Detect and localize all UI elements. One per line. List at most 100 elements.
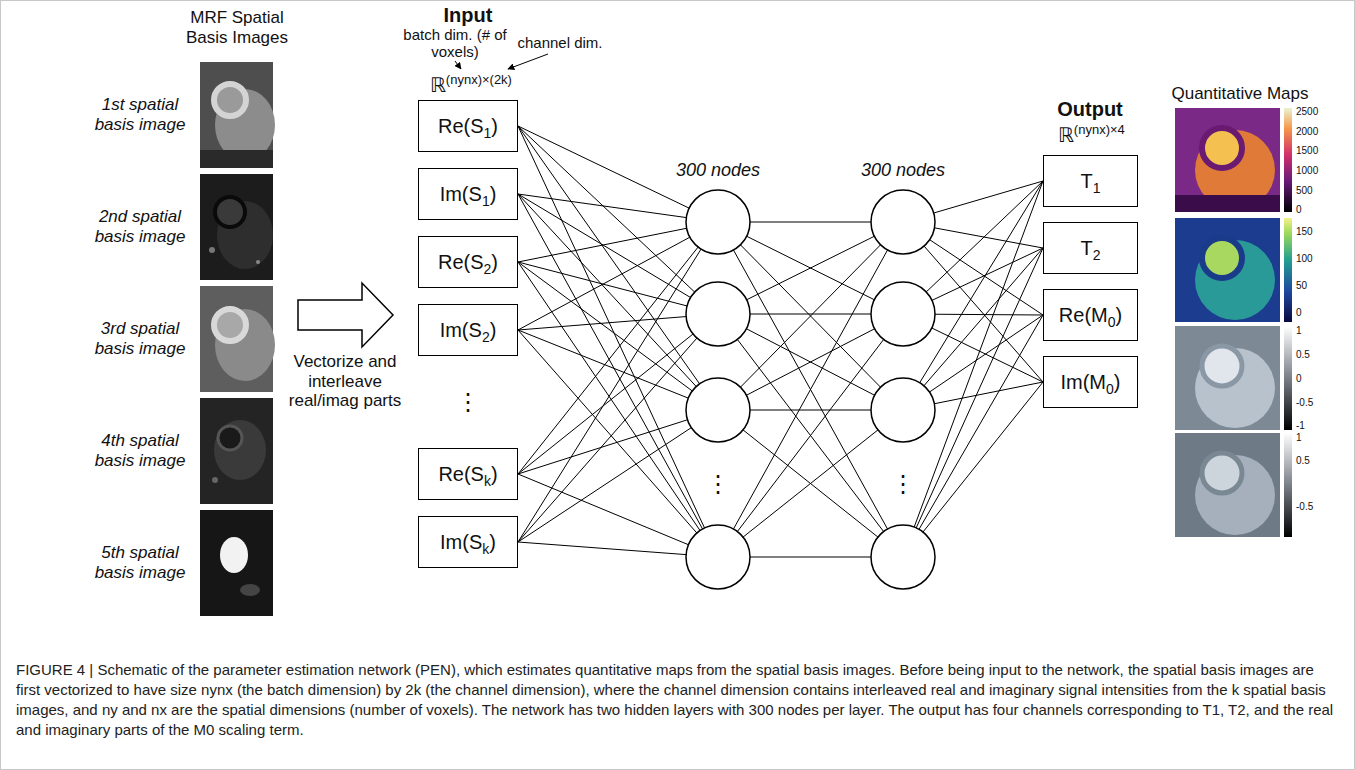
figure-caption: FIGURE 4 | Schematic of the parameter es… (16, 660, 1339, 740)
pointer-arrow (508, 54, 548, 69)
t1-map (1175, 108, 1280, 212)
ellipsis: ⋮ (703, 472, 733, 496)
input-channel-box: Re(S1) (418, 100, 518, 152)
neuron-circle (686, 525, 750, 589)
network-link (903, 315, 1043, 557)
network-link (518, 126, 718, 557)
box-label: Re(S1) (438, 115, 498, 138)
hidden-neurons (686, 190, 935, 589)
network-link (518, 410, 718, 542)
t1-map (1202, 128, 1242, 168)
basis-image-2 (200, 174, 273, 280)
tick-label: 2500 (1296, 106, 1318, 118)
image-label: 2nd spatial basis image (84, 207, 196, 246)
tick-label: 1000 (1296, 165, 1318, 177)
basis-image-4 (212, 477, 218, 483)
tick-label: 2000 (1296, 126, 1318, 138)
image-label: 4th spatial basis image (84, 431, 196, 470)
subscript: 0 (1106, 381, 1114, 397)
network-link (518, 194, 718, 557)
basis-image-2 (209, 247, 215, 253)
subscript: 1 (482, 193, 490, 209)
box-label: Re(M0) (1059, 304, 1122, 327)
network-link (718, 222, 903, 557)
box-label: Re(S2) (438, 251, 498, 274)
t1-map (1175, 195, 1280, 212)
image-label: 3rd spatial basis image (84, 319, 196, 358)
box-label: Im(S2) (440, 319, 497, 342)
box-label: Im(S1) (440, 183, 497, 206)
tick-label: -0.5 (1296, 397, 1313, 409)
network-link (718, 410, 903, 557)
network-link (518, 222, 718, 542)
network-link (718, 314, 903, 557)
neuron-circle (871, 378, 935, 442)
m0-real-map (1175, 326, 1280, 430)
basis-image-1 (200, 150, 273, 168)
basis-image-5 (220, 537, 248, 573)
t2-map (1175, 218, 1280, 322)
tick-label: 500 (1296, 185, 1313, 197)
subscript: 0 (1108, 314, 1116, 330)
colorbar (1284, 108, 1292, 212)
subscript: 1 (1093, 180, 1101, 196)
tick-label: 50 (1296, 280, 1307, 292)
layer-size: 300 nodes (676, 160, 760, 181)
m0-imag-map (1175, 433, 1280, 537)
m0-imag-map (1175, 433, 1280, 537)
size-formula: ℝ(nynx)×4 (1058, 124, 1125, 146)
process-label: Vectorize and interleave real/imag parts (283, 352, 408, 411)
tick-label: -0.5 (1296, 501, 1313, 513)
t2-map (1202, 238, 1242, 278)
tick-label: 0.5 (1296, 349, 1310, 361)
t1-map (1175, 108, 1280, 212)
m0-real-map (1175, 326, 1280, 430)
network-link (518, 262, 718, 410)
neuron-circle (686, 282, 750, 346)
network-link (518, 314, 718, 474)
process-arrow (298, 283, 393, 347)
panel-heading: Quantitative Maps (1171, 84, 1308, 104)
superscript: (nynx)×(2k) (446, 72, 512, 87)
dimension-note: channel dim. (517, 34, 602, 51)
box-label: Re(Sk) (438, 463, 497, 486)
tick-label: 1 (1296, 432, 1302, 444)
input-channel-box: Re(S2) (418, 236, 518, 288)
network-connections (518, 126, 1043, 557)
input-channel-box: Re(Sk) (418, 448, 518, 500)
box-label: T2 (1080, 237, 1100, 260)
network-link (718, 314, 903, 557)
colorbar (1284, 218, 1292, 322)
network-link (518, 330, 718, 557)
output-channel-box: T1 (1043, 155, 1138, 207)
tick-label: 0 (1296, 307, 1302, 319)
panel-heading: MRF Spatial Basis Images (172, 8, 302, 47)
output-channel-box: Im(M0) (1043, 356, 1138, 408)
basis-image-3 (214, 309, 246, 341)
basis-image-2 (200, 174, 273, 280)
tick-label: 150 (1296, 226, 1313, 238)
basis-image-5 (200, 510, 273, 616)
basis-image-1 (200, 62, 275, 168)
basis-image-5 (200, 510, 273, 616)
input-channel-box: Im(S2) (418, 304, 518, 356)
output-channel-box: T2 (1043, 222, 1138, 274)
size-formula: ℝ(nynx)×(2k) (430, 74, 512, 96)
input-channel-box: Im(S1) (418, 168, 518, 220)
superscript: (nynx)×4 (1074, 122, 1125, 137)
tick-label: 0 (1296, 373, 1302, 385)
neuron-circle (871, 282, 935, 346)
tick-label: -1 (1296, 420, 1305, 432)
output-channel-box: Re(M0) (1043, 289, 1138, 341)
basis-image-4 (200, 398, 273, 504)
layer-size: 300 nodes (861, 160, 945, 181)
basis-image-5 (240, 584, 260, 596)
basis-image-2 (215, 197, 245, 227)
basis-image-1 (214, 84, 246, 116)
basis-image-3 (215, 309, 275, 381)
subscript: 1 (484, 125, 492, 141)
basis-image-4 (200, 398, 273, 504)
tick-label: 1500 (1296, 145, 1318, 157)
